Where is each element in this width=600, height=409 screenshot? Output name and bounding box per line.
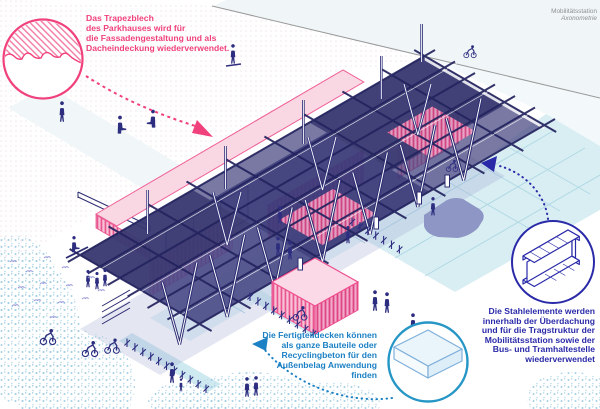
people-silhouettes [39,44,477,397]
roof-masts [146,24,433,246]
parked-car [424,198,484,238]
concrete-slab-icon [387,321,469,403]
annotation-trapezblech: Das Trapezblech des Parkhauses wird für … [86,13,230,53]
drawing-title: Mobilitätsstation Axonometrie [551,8,597,22]
road-edge-line [211,5,600,99]
fertigteildecken-arrow [252,337,393,401]
annotation-stahlelemente: Die Stahlelemente werden innerhalb der Ü… [481,306,595,364]
trapezblech-arrow [85,75,213,137]
corrugated-sheet-icon [2,18,84,100]
annotation-fertigteildecken: Die Fertigteildecken können als ganze Ba… [262,330,377,380]
walkway-band [8,86,192,194]
roof-opening-pink [387,106,476,158]
stahlelemente-arrow [481,156,549,220]
canopy-roof [67,49,557,332]
parking-lot [355,114,600,292]
drawing-title-main: Mobilitätsstation [551,8,597,15]
pink-cube-kiosk [270,257,360,335]
drawing-title-sub: Axonometrie [561,15,597,22]
steel-beam-icon [511,220,595,304]
charging-bollards [297,174,450,271]
background-grounds [0,0,600,268]
